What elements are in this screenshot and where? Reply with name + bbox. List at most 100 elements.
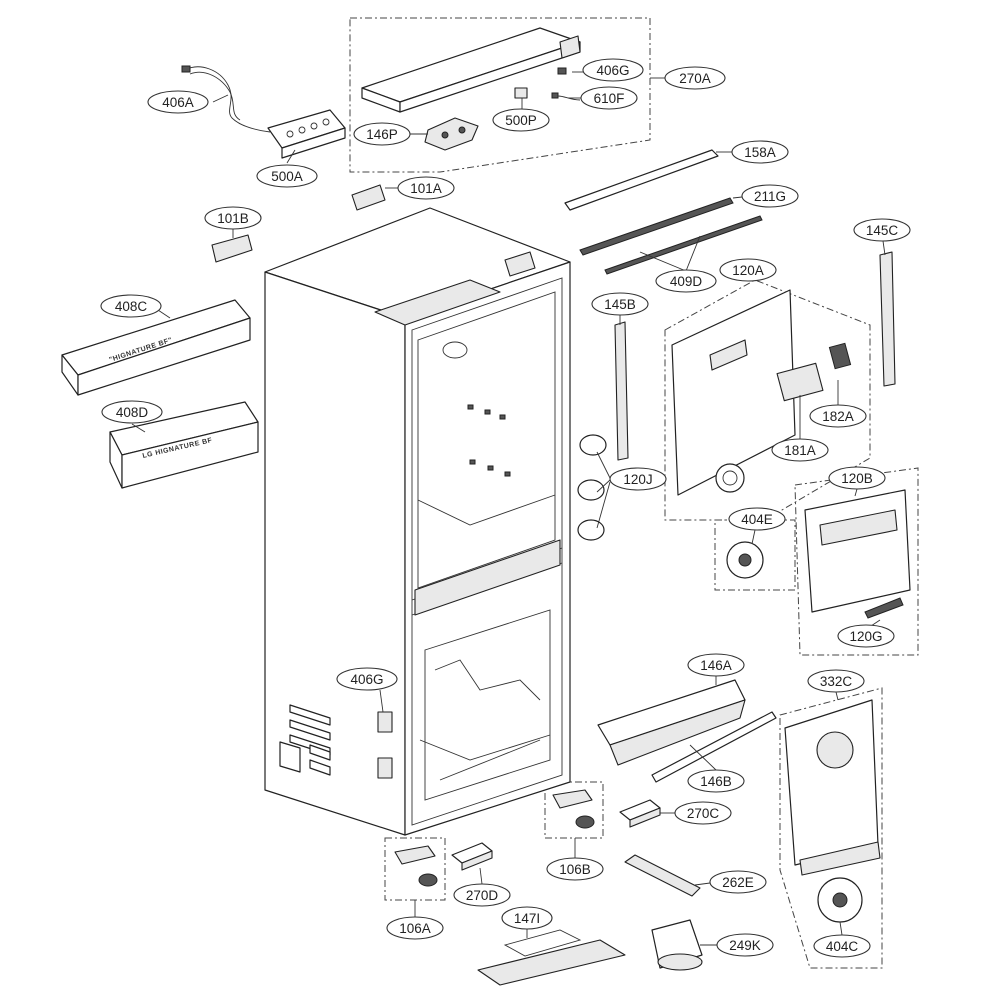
base-147I	[477, 929, 626, 986]
connector-406G-b	[377, 757, 393, 779]
duct-332C	[784, 699, 881, 876]
strip-409D	[604, 215, 763, 275]
callout-182A: 182A	[809, 404, 867, 428]
callout-262E: 262E	[709, 870, 767, 894]
callout-262E-text: 262E	[722, 875, 754, 890]
damper-106B	[552, 789, 595, 829]
callout-106A: 106A	[386, 916, 444, 940]
callout-147I-text: 147I	[514, 911, 540, 926]
callout-406G: 406G	[582, 58, 644, 82]
callout-408D: 408D	[101, 400, 163, 424]
cabinet-side-vents	[279, 704, 331, 776]
strip-211G	[579, 197, 734, 256]
cover-146A	[597, 679, 746, 766]
bracket-262E	[624, 854, 701, 897]
callout-211G-text: 211G	[754, 189, 786, 204]
callout-146A: 146A	[687, 653, 745, 677]
callout-101A: 101A	[397, 176, 455, 200]
wire-610F-part	[551, 92, 581, 101]
callout-270A-text: 270A	[679, 71, 711, 86]
callout-406A-text: 406A	[162, 95, 194, 110]
rail-145C	[879, 251, 896, 387]
callout-409D: 409D	[655, 269, 717, 293]
board-146P-part	[424, 117, 479, 151]
leader-lines	[131, 71, 886, 946]
callout-120A-text: 120A	[732, 263, 764, 278]
callout-270C: 270C	[674, 801, 732, 825]
callout-332C-text: 332C	[820, 674, 853, 689]
callout-145C-text: 145C	[866, 223, 899, 238]
evap-cover-120A	[671, 289, 796, 496]
group-106B-box	[544, 781, 604, 839]
callout-409D-text: 409D	[670, 274, 703, 289]
callout-158A: 158A	[731, 140, 789, 164]
callout-120B: 120B	[828, 466, 886, 490]
callout-211G: 211G	[741, 184, 799, 208]
group-120B-box	[794, 467, 919, 656]
callout-181A-text: 181A	[784, 443, 816, 458]
callout-406G-text: 406G	[596, 63, 629, 78]
group-106A-box	[384, 837, 446, 901]
callout-270C-text: 270C	[687, 806, 720, 821]
board-500P	[514, 87, 528, 99]
fan-404E	[726, 541, 764, 579]
callout-101B-text: 101B	[217, 211, 249, 226]
callout-106B: 106B	[546, 857, 604, 881]
callout-406A: 406A	[147, 90, 209, 114]
callout-146P: 146P	[353, 122, 411, 146]
callout-408C: 408C	[100, 294, 162, 318]
callout-500P-text: 500P	[505, 113, 537, 128]
callout-404E: 404E	[728, 507, 786, 531]
group-120A-box	[664, 279, 871, 521]
callout-404E-text: 404E	[741, 512, 773, 527]
callout-145B: 145B	[591, 292, 649, 316]
bracket-101A	[351, 184, 386, 211]
connector-406G-top	[557, 67, 567, 75]
callout-120B-text: 120B	[841, 471, 873, 486]
rail-145B	[614, 321, 629, 461]
callout-404C: 404C	[813, 934, 871, 958]
callout-182A-text: 182A	[822, 409, 854, 424]
fan-404C	[817, 877, 863, 923]
callout-500A: 500A	[256, 164, 318, 188]
callout-120G: 120G	[837, 624, 895, 648]
callout-270A: 270A	[664, 66, 726, 90]
grille-182A	[828, 342, 852, 370]
door-bin-408C: "HIGNATURE BF"	[61, 299, 251, 396]
callout-120J: 120J	[609, 467, 667, 491]
callout-249K: 249K	[716, 933, 774, 957]
refrigerator-cabinet	[264, 207, 571, 836]
strip-158A	[564, 149, 719, 211]
damper-106A	[394, 845, 438, 887]
callout-610F-text: 610F	[594, 91, 625, 106]
control-box-part	[267, 109, 346, 159]
callout-404C-text: 404C	[826, 939, 859, 954]
callout-101A-text: 101A	[410, 181, 442, 196]
callout-406G-lower: 406G	[336, 667, 398, 691]
callout-500A-text: 500A	[271, 169, 303, 184]
callout-270D-text: 270D	[466, 888, 499, 903]
part-120G	[864, 597, 904, 619]
callout-332C: 332C	[807, 669, 865, 693]
bracket-101B	[211, 234, 253, 263]
callout-146B: 146B	[687, 769, 745, 793]
callout-146A-text: 146A	[700, 658, 732, 673]
power-cord-part	[181, 65, 271, 133]
cover-249K	[651, 919, 703, 971]
callout-106B-text: 106B	[559, 862, 591, 877]
callout-610F: 610F	[580, 86, 638, 110]
door-bin-408D: LG HIGNATURE BF	[109, 401, 259, 489]
callout-249K-text: 249K	[729, 938, 761, 953]
callout-146P-text: 146P	[366, 127, 398, 142]
callout-145C: 145C	[853, 218, 911, 242]
callout-120A: 120A	[719, 258, 777, 282]
callout-408C-text: 408C	[115, 299, 148, 314]
callout-147I: 147I	[501, 906, 553, 930]
callout-158A-text: 158A	[744, 145, 776, 160]
connector-406G-a	[377, 711, 393, 733]
callout-406G-lower-text: 406G	[350, 672, 383, 687]
filter-181A	[776, 362, 824, 402]
callout-408D-text: 408D	[116, 405, 149, 420]
panel-120B	[804, 489, 911, 613]
